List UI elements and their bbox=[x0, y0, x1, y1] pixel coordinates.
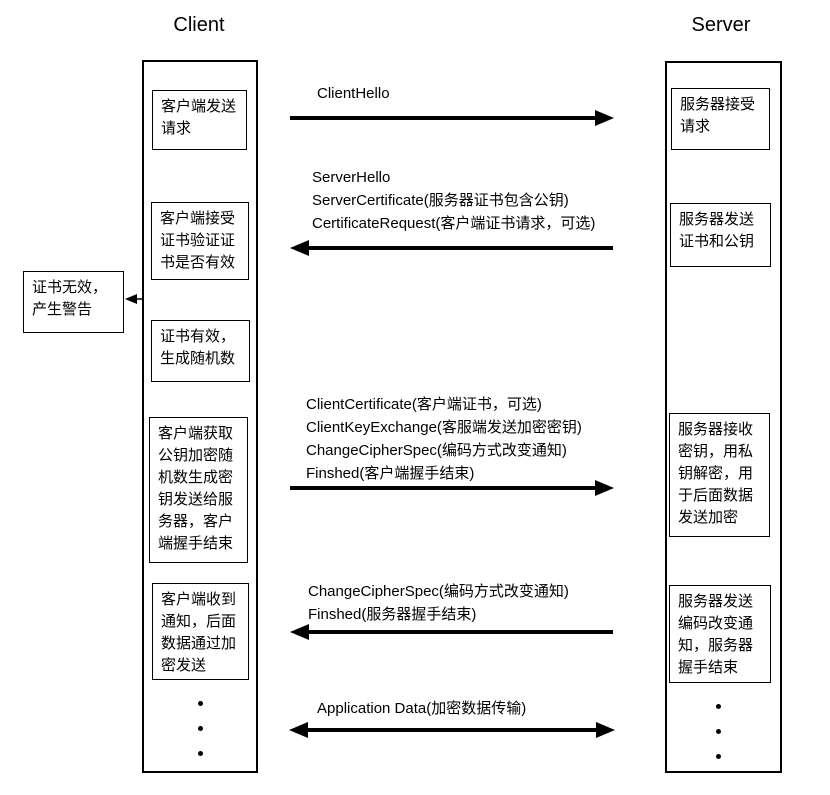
server-box-send-cert: 服务器发送 证书和公钥 bbox=[670, 203, 771, 267]
server-title: Server bbox=[691, 14, 751, 36]
arrow-serverhello bbox=[290, 240, 613, 256]
message-label-clientcertificate: ClientCertificate(客户端证书，可选) ClientKeyExc… bbox=[306, 396, 582, 482]
message-label-clienthello: ClientHello bbox=[317, 85, 390, 102]
message-label-application-data: Application Data(加密数据传输) bbox=[317, 700, 527, 717]
client-box-receive-notice: 客户端收到 通知，后面 数据通过加 密发送 bbox=[152, 583, 249, 680]
arrow-changecipherspec bbox=[290, 624, 613, 640]
message-label-serverhello: ServerHello ServerCertificate(服务器证书包含公钥)… bbox=[312, 169, 596, 232]
message-label-changecipherspec: ChangeCipherSpec(编码方式改变通知) Finshed(服务器握手… bbox=[308, 583, 569, 623]
client-box-verify-cert: 客户端接受 证书验证证 书是否有效 bbox=[151, 202, 249, 280]
client-box-cert-valid: 证书有效， 生成随机数 bbox=[151, 320, 250, 382]
client-ellipsis-dots bbox=[198, 701, 203, 776]
client-title: Client bbox=[173, 14, 225, 36]
server-box-receive-key: 服务器接收 密钥，用私 钥解密，用 于后面数据 发送加密 bbox=[669, 413, 770, 537]
client-box-send-request: 客户端发送 请求 bbox=[152, 90, 247, 150]
server-box-change-cipher: 服务器发送 编码改变通 知，服务器 握手结束 bbox=[669, 585, 771, 683]
arrow-clienthello bbox=[290, 110, 614, 126]
server-ellipsis-dots bbox=[716, 704, 721, 779]
cert-invalid-warning-box: 证书无效， 产生警告 bbox=[23, 271, 124, 333]
server-box-accept-request: 服务器接受 请求 bbox=[671, 88, 770, 150]
client-box-encrypt-key: 客户端获取 公钥加密随 机数生成密 钥发送给服 务器，客户 端握手结束 bbox=[149, 417, 248, 563]
arrow-application-data bbox=[289, 722, 615, 738]
